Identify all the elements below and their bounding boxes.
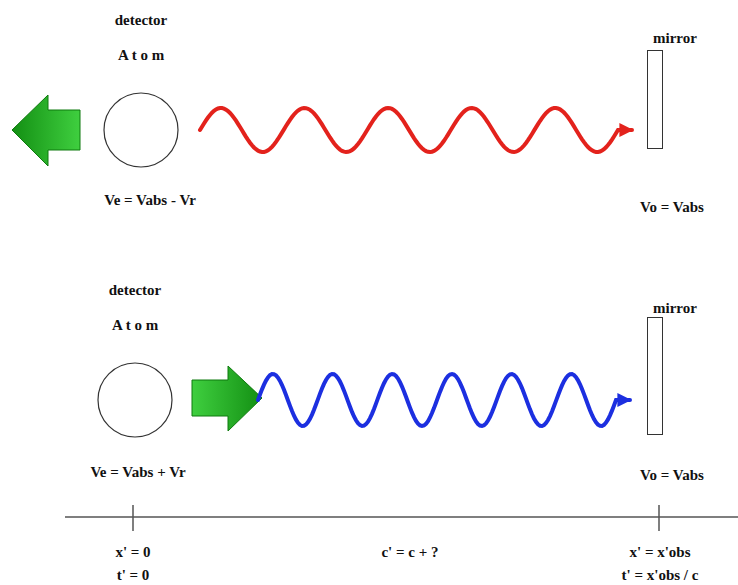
- node-heading: mirror: [653, 299, 697, 317]
- node-label: A t o m: [112, 316, 158, 334]
- light-wave: [200, 108, 632, 152]
- light-wave: [258, 374, 630, 426]
- velocity-label: Vo = Vabs: [640, 466, 704, 484]
- atom-circle: [98, 363, 172, 437]
- motion-arrow: [192, 366, 262, 431]
- node-heading: detector: [115, 11, 167, 29]
- axis-tick: [132, 505, 134, 531]
- node-label: A t o m: [118, 46, 164, 64]
- axis-line: [65, 516, 738, 518]
- axis-label: x' = x'obs: [629, 543, 690, 561]
- node-heading: detector: [109, 281, 161, 299]
- mirror: mirror: [647, 299, 697, 435]
- atom-circle: [97, 362, 173, 438]
- axis-label: x' = 0: [115, 543, 150, 561]
- velocity-label: Vo = Vabs: [640, 198, 704, 216]
- motion-arrow: [12, 95, 80, 166]
- mirror-plate: [647, 317, 663, 435]
- mirror: mirror: [647, 29, 697, 149]
- axis-tick: [658, 505, 660, 531]
- atom-circle: [103, 92, 179, 168]
- mirror-plate: [647, 50, 663, 149]
- detector-atom: detector A t o m: [97, 281, 173, 438]
- axis-label: t' = x'obs / c: [622, 566, 699, 584]
- detector-atom: detector A t o m: [103, 11, 179, 168]
- axis-label: t' = 0: [117, 566, 150, 584]
- node-heading: mirror: [653, 29, 697, 47]
- atom-circle: [104, 93, 178, 167]
- velocity-label: Ve = Vabs + Vr: [90, 463, 185, 481]
- velocity-label: Ve = Vabs - Vr: [104, 191, 196, 209]
- axis-label: c' = c + ?: [381, 543, 438, 561]
